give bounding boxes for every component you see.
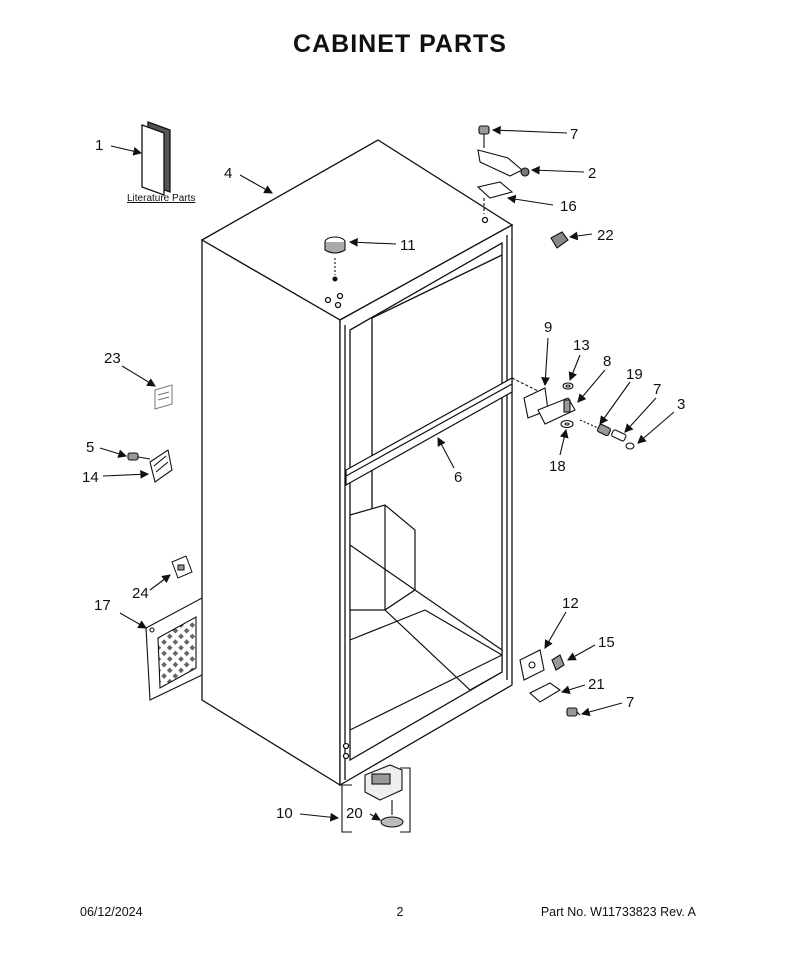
callout-4: 4 [224,165,232,182]
plug-icon [324,236,346,282]
label-plate-icon [154,384,173,410]
footer-part-number: Part No. W11733823 Rev. A [540,905,696,919]
callout-18: 18 [549,458,566,475]
callout-17: 17 [94,597,111,614]
bottom-hinge-parts [519,649,581,717]
leader-lines [99,125,675,822]
divider-rail [345,376,513,487]
callout-22: 22 [597,227,614,244]
callout-6: 6 [454,469,462,486]
cabinet [200,139,514,787]
callout-8: 8 [603,353,611,370]
callout-14: 14 [82,469,99,486]
literature-parts-label: Literature Parts [127,193,195,204]
callout-numbers: 1 4 7 2 16 22 11 9 13 8 19 7 3 18 6 23 5… [82,126,685,822]
callout-7-middle: 7 [653,381,661,398]
callout-7-top: 7 [570,126,578,143]
callout-2: 2 [588,165,596,182]
leveling-foot-icon [341,764,411,833]
callout-1: 1 [95,137,103,154]
screw-and-clip [127,449,173,483]
bracket-icon [171,555,193,579]
callout-21: 21 [588,676,605,693]
callout-19: 19 [626,366,643,383]
middle-hinge-assembly [511,377,635,450]
footer-date: 06/12/2024 [80,905,143,919]
callout-20: 20 [346,805,363,822]
callout-9: 9 [544,319,552,336]
page-title: CABINET PARTS [293,30,507,58]
callout-3: 3 [677,396,685,413]
callout-23: 23 [104,350,121,367]
callout-16: 16 [560,198,577,215]
literature-booklet-icon [141,121,171,196]
rear-grille-icon [145,597,203,701]
inner-hump [349,504,503,731]
callout-12: 12 [562,595,579,612]
hinge-cap-icon [550,231,569,249]
callout-15: 15 [598,634,615,651]
callout-5: 5 [86,439,94,456]
callout-7-bottom: 7 [626,694,634,711]
callout-13: 13 [573,337,590,354]
top-hinge-assembly [476,125,530,214]
footer-page-number: 2 [396,905,404,919]
callout-10: 10 [276,805,293,822]
callout-11: 11 [400,237,416,254]
callout-24: 24 [132,585,149,602]
